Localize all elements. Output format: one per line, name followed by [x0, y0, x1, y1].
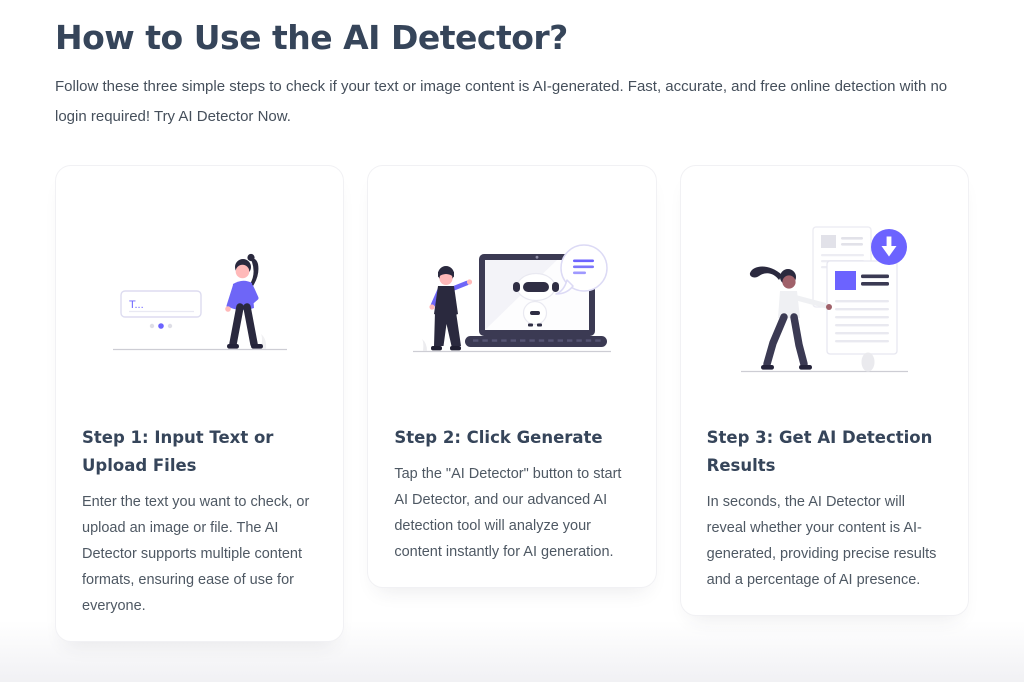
section-intro: Follow these three simple steps to check…: [55, 78, 948, 125]
step-card-2: Step 2: Click Generate Tap the "AI Detec…: [367, 165, 657, 588]
standing-woman-figure: [224, 253, 263, 349]
robot-face-on-screen: [512, 272, 559, 326]
pebble-blob: [861, 352, 875, 372]
step-description: Enter the text you want to check, or upl…: [82, 494, 310, 614]
person-holding-results-document-illustration: [740, 226, 908, 373]
step-card-3: Step 3: Get AI Detection Results In seco…: [679, 165, 969, 616]
step-title: Step 3: Get AI Detection Results: [706, 428, 933, 475]
step-description: Tap the "AI Detector" button to start AI…: [394, 466, 622, 560]
text-input-box: T...: [119, 289, 202, 318]
steps-row: T...: [55, 165, 969, 642]
step-card-1: T...: [55, 165, 345, 642]
grass-tuft: [421, 338, 427, 351]
standing-woman-figure: [429, 265, 473, 350]
speech-bubble: [555, 243, 608, 295]
front-document: [826, 260, 898, 355]
step-title: Step 2: Click Generate: [394, 428, 603, 447]
download-badge-icon: [870, 229, 907, 265]
step-title: Step 1: Input Text or Upload Files: [82, 428, 274, 475]
person-typing-text-input-illustration: T...: [112, 253, 287, 350]
step3-illustration: [707, 166, 942, 412]
page-title: How to Use the AI Detector?: [55, 18, 568, 57]
how-to-section: How to Use the AI Detector? Follow these…: [55, 18, 969, 642]
person-with-laptop-chatbot-illustration: [412, 243, 611, 352]
step2-illustration: [394, 166, 629, 412]
webcam-dot: [535, 255, 539, 259]
pagination-dots: [149, 322, 172, 329]
step-description: In seconds, the AI Detector will reveal …: [706, 494, 937, 588]
walking-woman-figure: [749, 266, 832, 370]
input-cursor-text: T...: [129, 299, 144, 311]
step1-illustration: T...: [82, 166, 317, 412]
